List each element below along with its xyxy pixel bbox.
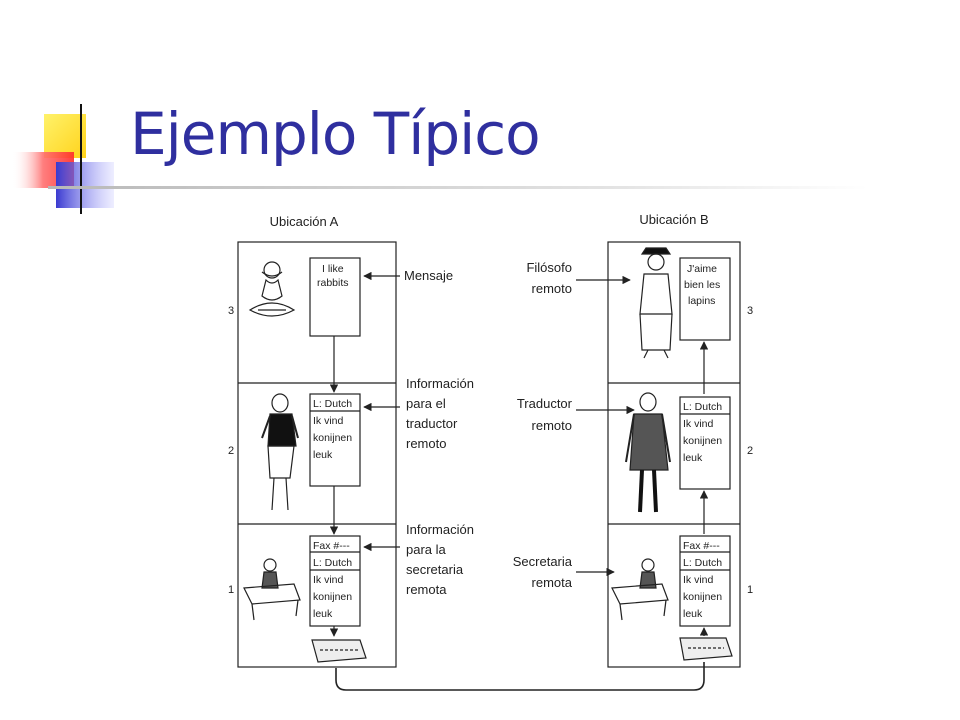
svg-text:Mensaje: Mensaje: [404, 268, 453, 283]
svg-text:leuk: leuk: [683, 452, 703, 464]
label-mensaje: Mensaje: [404, 268, 453, 283]
svg-text:rabbits: rabbits: [317, 277, 349, 289]
svg-text:konijnen: konijnen: [313, 591, 352, 603]
svg-text:L: Dutch: L: Dutch: [313, 398, 352, 410]
svg-text:remoto: remoto: [532, 281, 572, 296]
site-b-stack: [607, 241, 741, 668]
site-a-header: Ubicación A: [270, 214, 339, 229]
svg-text:para la: para la: [406, 542, 447, 557]
svg-text:Fax #---: Fax #---: [313, 540, 350, 552]
svg-text:remoto: remoto: [532, 418, 572, 433]
site-a-level-3: 3: [228, 305, 234, 317]
translator-b-figure: [625, 392, 671, 513]
site-b-message-text: J'aime bien les lapins: [684, 263, 720, 307]
svg-text:Ik vind: Ik vind: [683, 418, 714, 430]
label-info-translator: Información para el traductor remoto: [406, 376, 474, 451]
fax-machine-a: [311, 639, 367, 663]
label-remote-translator: Traductor remoto: [517, 396, 573, 433]
site-b-header: Ubicación B: [639, 212, 708, 227]
svg-text:remota: remota: [406, 582, 447, 597]
svg-text:J'aime: J'aime: [687, 263, 717, 275]
svg-text:bien les: bien les: [684, 279, 720, 291]
site-b-level-1: 1: [747, 584, 753, 596]
svg-text:I like: I like: [322, 263, 344, 275]
label-remote-secretary: Secretaria remota: [513, 554, 573, 590]
philosopher-a-figure: [248, 261, 296, 317]
deco-blue-square: [56, 162, 114, 208]
svg-text:Ik vind: Ik vind: [313, 574, 344, 586]
svg-text:Ik vind: Ik vind: [313, 415, 344, 427]
translator-a-figure: [261, 393, 299, 511]
svg-text:remoto: remoto: [406, 436, 446, 451]
fax-machine-b: [679, 637, 733, 661]
svg-text:leuk: leuk: [683, 608, 703, 620]
svg-text:Información: Información: [406, 376, 474, 391]
site-a-message-box: [309, 257, 361, 337]
svg-text:L: Dutch: L: Dutch: [683, 401, 722, 413]
site-a-level-2: 2: [228, 445, 234, 457]
svg-text:Secretaria: Secretaria: [513, 554, 573, 569]
title-underline: [48, 186, 868, 189]
svg-text:Filósofo: Filósofo: [526, 260, 572, 275]
svg-text:para el: para el: [406, 396, 446, 411]
site-b-secretary-box: [679, 535, 731, 627]
site-a-secretary-box: [309, 535, 361, 627]
svg-text:Traductor: Traductor: [517, 396, 573, 411]
site-a-translator-text: L: Dutch Ik vind konijnen leuk: [313, 398, 352, 461]
svg-text:Ik vind: Ik vind: [683, 574, 714, 586]
svg-text:konijnen: konijnen: [683, 591, 722, 603]
secretary-b-figure: [611, 558, 669, 621]
site-a-level-1: 1: [228, 584, 234, 596]
svg-text:Fax #---: Fax #---: [683, 540, 720, 552]
site-b-level-3: 3: [747, 305, 753, 317]
site-a-secretary-text: Fax #--- L: Dutch Ik vind konijnen leuk: [313, 540, 352, 620]
label-remote-philosopher: Filósofo remoto: [526, 260, 572, 296]
philosopher-b-figure: [639, 247, 673, 359]
svg-text:leuk: leuk: [313, 449, 333, 461]
site-b-secretary-text: Fax #--- L: Dutch Ik vind konijnen leuk: [683, 540, 722, 620]
svg-text:L: Dutch: L: Dutch: [683, 557, 722, 569]
svg-text:konijnen: konijnen: [313, 432, 352, 444]
deco-yellow-square: [44, 114, 86, 158]
site-a-message-text: I like rabbits: [317, 263, 349, 289]
site-a-translator-box: [309, 393, 361, 487]
svg-text:leuk: leuk: [313, 608, 333, 620]
svg-text:secretaria: secretaria: [406, 562, 464, 577]
fax-connection-line: [335, 662, 705, 691]
protocol-layers-diagram: Ubicación A Ubicación B 3 2 1 3: [228, 212, 753, 691]
title-decoration: [12, 104, 122, 214]
site-b-translator-text: L: Dutch Ik vind konijnen leuk: [683, 401, 722, 464]
svg-text:Información: Información: [406, 522, 474, 537]
svg-text:konijnen: konijnen: [683, 435, 722, 447]
secretary-a-figure: [243, 558, 301, 621]
site-a-stack: [237, 241, 397, 668]
svg-text:lapins: lapins: [688, 295, 715, 307]
site-b-message-box: [679, 257, 731, 341]
label-info-secretary: Información para la secretaria remota: [406, 522, 474, 597]
site-b-level-2: 2: [747, 445, 753, 457]
page-title: Ejemplo Típico: [130, 100, 541, 168]
svg-text:L: Dutch: L: Dutch: [313, 557, 352, 569]
svg-text:remota: remota: [532, 575, 573, 590]
svg-text:traductor: traductor: [406, 416, 458, 431]
site-b-translator-box: [679, 396, 731, 490]
